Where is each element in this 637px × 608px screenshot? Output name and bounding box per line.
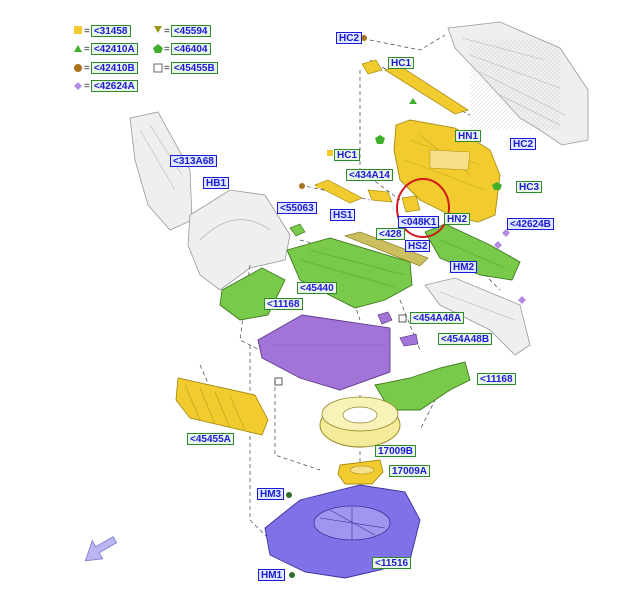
legend-item: = <42410B — [82, 62, 138, 74]
direction-arrow-icon — [84, 536, 118, 562]
legend-circle-icon — [74, 64, 82, 72]
legend-item: = <45455B — [162, 62, 218, 74]
trim-clip-highlighted — [401, 195, 421, 213]
trim-clip-hs1 — [367, 189, 393, 203]
legend-diamond-icon — [74, 82, 82, 90]
trim-strip-middle — [314, 179, 363, 204]
small-violet-clip-a — [377, 311, 393, 325]
callout-hc2[interactable]: HC2 — [336, 32, 363, 44]
legend-item: = <31458 — [82, 25, 131, 37]
legend-code: <45455B — [170, 62, 218, 74]
callout-hc1[interactable]: HC1 — [388, 57, 415, 69]
callout-45455a[interactable]: <45455A — [187, 433, 234, 445]
callout-11168b[interactable]: <11168 — [477, 373, 516, 385]
legend-triangle-down-icon — [154, 26, 162, 33]
upper-trim-strip — [384, 65, 469, 115]
callout-454a48a[interactable]: <454A48A — [410, 312, 465, 324]
callout-hm2[interactable]: HM2 — [450, 261, 478, 273]
legend-item: = <46404 — [162, 43, 211, 55]
side-floor-panel-right — [374, 361, 471, 411]
legend-square-yellow-icon — [74, 26, 82, 34]
rear-body-panel-right — [447, 21, 589, 146]
wheelhouse-left — [187, 189, 291, 291]
callout-hb1[interactable]: HB1 — [203, 177, 230, 189]
callout-hn2[interactable]: HN2 — [444, 213, 471, 225]
legend-item: = <42624A — [82, 80, 138, 92]
rear-bumper-absorber — [175, 377, 269, 436]
legend-item: = <45594 — [162, 25, 211, 37]
callout-434a14[interactable]: <434A14 — [346, 169, 393, 181]
small-clip-55063 — [289, 223, 306, 237]
legend-triangle-up-icon — [74, 45, 82, 52]
callout-313a68[interactable]: <313A68 — [170, 155, 217, 167]
callout-11516[interactable]: <11516 — [372, 557, 412, 569]
legend-code: <31458 — [90, 25, 131, 37]
legend-code: <42624A — [90, 80, 138, 92]
spare-wheel-well — [264, 484, 421, 579]
small-bracket-top — [361, 59, 383, 75]
callout-42624b[interactable]: <42624B — [507, 218, 554, 230]
legend-code: <46404 — [170, 43, 211, 55]
legend-item: = <42410A — [82, 43, 138, 55]
callout-hc2b[interactable]: HC2 — [510, 138, 537, 150]
jack-holder — [337, 459, 384, 485]
callout-454a48b[interactable]: <454A48B — [438, 333, 493, 345]
legend-pentagon-icon — [153, 44, 163, 53]
fastener-markers — [274, 35, 526, 578]
trim-panel-lower-right — [424, 223, 521, 281]
callout-11168a[interactable]: <11168 — [264, 298, 303, 310]
quarter-panel-left — [129, 111, 193, 231]
callout-17009b[interactable]: 17009B — [375, 445, 417, 457]
callout-hs2[interactable]: HS2 — [405, 240, 431, 252]
legend-code: <42410B — [90, 62, 138, 74]
callout-hm1[interactable]: HM1 — [258, 569, 286, 581]
legend-code: <42410A — [90, 43, 138, 55]
callout-048k1[interactable]: <048K1 — [398, 216, 440, 228]
trunk-floor-cover — [257, 314, 391, 391]
legend-symbols — [74, 26, 163, 90]
callout-hm3[interactable]: HM3 — [257, 488, 285, 500]
callout-hc1b[interactable]: HC1 — [334, 149, 361, 161]
small-violet-clip-b — [399, 333, 419, 347]
load-floor-hinge-strip — [343, 231, 429, 267]
floor-crossmember-right — [424, 277, 531, 356]
callout-428[interactable]: <428 — [376, 228, 405, 240]
callout-hc3[interactable]: HC3 — [516, 181, 543, 193]
callout-hs1[interactable]: HS1 — [330, 209, 356, 221]
legend-square-outline-icon — [153, 63, 163, 73]
callout-55063[interactable]: <55063 — [277, 202, 317, 214]
highlight-circle — [396, 178, 450, 238]
trunk-side-trim-right — [393, 119, 501, 223]
callout-45440[interactable]: <45440 — [297, 282, 337, 294]
callout-17009a[interactable]: 17009A — [389, 465, 431, 477]
callout-hn1[interactable]: HN1 — [455, 130, 482, 142]
spare-wheel-foam-tray — [319, 396, 401, 448]
legend-code: <45594 — [170, 25, 211, 37]
